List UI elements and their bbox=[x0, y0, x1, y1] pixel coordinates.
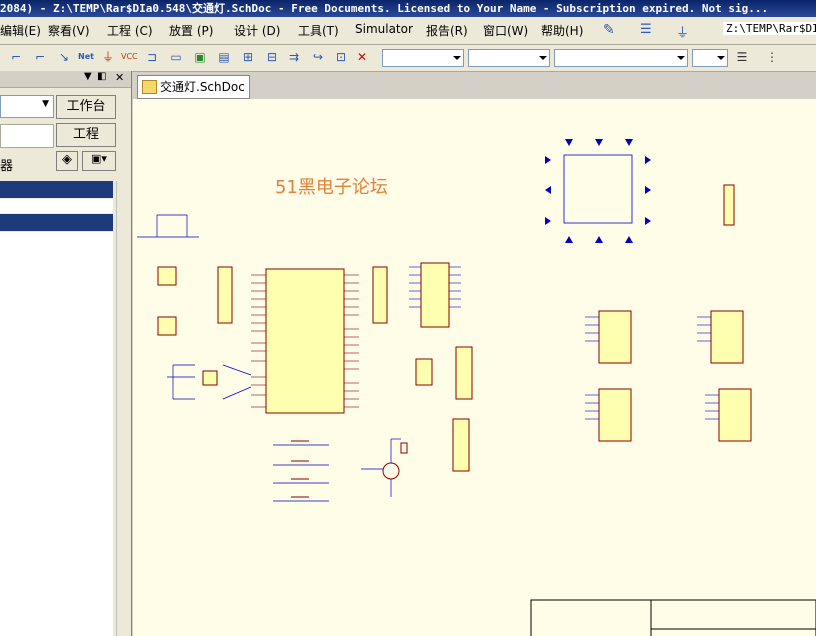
panel-menu-icon[interactable]: ▼ bbox=[84, 71, 92, 82]
tree-row-selected[interactable] bbox=[0, 181, 113, 198]
mcu-u1 bbox=[265, 268, 345, 414]
pin-icon[interactable]: ◧ bbox=[97, 71, 107, 82]
vcc-port-icon[interactable]: VCC bbox=[121, 52, 138, 61]
wiring-toolbar: ⌐ ⌐ ↘ Net ⏚ VCC ⊐ ▭ ▣ ▤ ⊞ ⊟ ⇉ ↪ ⊡ ✕ ☰ ⋮ bbox=[0, 45, 816, 72]
bus-entry-icon[interactable]: ↘ bbox=[58, 50, 70, 64]
grid-menu-icon[interactable]: ⋮ bbox=[766, 50, 778, 64]
seg-display-4 bbox=[718, 388, 752, 442]
close-icon[interactable]: ✕ bbox=[115, 71, 125, 84]
combo-3[interactable] bbox=[554, 49, 688, 67]
header-p4 bbox=[157, 316, 177, 336]
panel-header: ▼ ◧ ✕ bbox=[0, 71, 131, 88]
directive-icon[interactable]: ⊡ bbox=[335, 50, 347, 64]
buzzer bbox=[400, 442, 408, 454]
combo-2[interactable] bbox=[468, 49, 550, 67]
header-p1 bbox=[723, 184, 735, 226]
align-icon[interactable]: ☰ bbox=[640, 22, 652, 37]
menu-reports[interactable]: 报告(R) bbox=[426, 24, 468, 38]
watermark-text: 51黑电子论坛 bbox=[275, 177, 388, 198]
device-sheet-icon[interactable]: ▤ bbox=[218, 50, 230, 64]
schematic-sheet[interactable]: 51黑电子论坛 bbox=[133, 99, 816, 636]
transistor-q1 bbox=[382, 462, 400, 480]
title-block bbox=[530, 599, 816, 636]
chevron-down-icon: ▼ bbox=[42, 99, 49, 109]
crystal-y1 bbox=[202, 370, 218, 386]
no-erc-icon[interactable]: ✕ bbox=[356, 50, 368, 64]
seg-display-1 bbox=[598, 310, 632, 364]
project-tree[interactable] bbox=[0, 232, 113, 636]
tab-label: 交通灯.SchDoc bbox=[160, 80, 245, 94]
header-p2 bbox=[217, 266, 233, 324]
menu-edit[interactable]: 编辑(E) bbox=[0, 24, 41, 38]
menu-tools[interactable]: 工具(T) bbox=[298, 24, 339, 38]
draw-tool-icon[interactable]: ✎ bbox=[603, 22, 615, 38]
menu-simulator[interactable]: Simulator bbox=[355, 22, 413, 36]
align-menu-icon[interactable]: ☰ bbox=[736, 50, 748, 64]
latch-u2 bbox=[420, 262, 450, 328]
ground-icon[interactable]: ⏚ bbox=[676, 26, 690, 41]
gnd-port-icon[interactable]: ⏚ bbox=[101, 50, 114, 64]
header-p3 bbox=[157, 266, 177, 286]
schematic-drawing bbox=[137, 139, 816, 636]
project-field[interactable] bbox=[0, 124, 54, 148]
compile-icon[interactable]: ◈ bbox=[56, 151, 78, 171]
title-bar: 2084) - Z:\TEMP\Rar$DIa0.548\交通灯.SchDoc … bbox=[0, 0, 816, 17]
panel-scrollbar[interactable] bbox=[116, 181, 131, 636]
header-j bbox=[372, 266, 388, 324]
sheet-entry-icon[interactable]: ▣ bbox=[194, 50, 206, 64]
schematic-doc-icon bbox=[142, 80, 157, 94]
part-icon[interactable]: ⊐ bbox=[146, 50, 158, 64]
options-icon[interactable]: ▣▾ bbox=[82, 151, 116, 171]
menu-project[interactable]: 工程 (C) bbox=[107, 24, 153, 38]
bus-icon[interactable]: ⌐ bbox=[34, 50, 46, 64]
net-label-icon[interactable]: Net bbox=[78, 52, 94, 61]
path-field[interactable]: Z:\TEMP\Rar$DI bbox=[723, 22, 816, 35]
led-cluster bbox=[563, 154, 633, 224]
projects-panel: ▼ ◧ ✕ ▼ 工作台 工程 器 ◈ ▣▾ bbox=[0, 71, 132, 636]
menu-help[interactable]: 帮助(H) bbox=[541, 24, 584, 38]
wire-icon[interactable]: ⌐ bbox=[10, 50, 22, 64]
window-title: 2084) - Z:\TEMP\Rar$DIa0.548\交通灯.SchDoc … bbox=[0, 2, 769, 15]
menu-window[interactable]: 窗口(W) bbox=[483, 24, 529, 38]
workspace-dropdown[interactable]: ▼ bbox=[0, 95, 54, 118]
combo-4[interactable] bbox=[692, 49, 728, 67]
tree-row[interactable] bbox=[0, 199, 113, 213]
tab-document[interactable]: 交通灯.SchDoc bbox=[137, 75, 250, 99]
menu-view[interactable]: 察看(V) bbox=[48, 24, 90, 38]
signal-harness-icon[interactable]: ↪ bbox=[312, 50, 324, 64]
sheet-symbol-icon[interactable]: ▭ bbox=[170, 50, 182, 64]
menu-design[interactable]: 设计 (D) bbox=[234, 24, 281, 38]
seg-display-2 bbox=[710, 310, 744, 364]
workspace-button[interactable]: 工作台 bbox=[56, 95, 116, 119]
harness-icon[interactable]: ⊞ bbox=[242, 50, 254, 64]
panel-label-char: 器 bbox=[0, 159, 14, 174]
menu-place[interactable]: 放置 (P) bbox=[169, 24, 214, 38]
project-button[interactable]: 工程 bbox=[56, 123, 116, 147]
tree-row-selected-2[interactable] bbox=[0, 214, 113, 231]
seg-display-3 bbox=[598, 388, 632, 442]
header-p5 bbox=[455, 346, 473, 400]
combo-1[interactable] bbox=[382, 49, 464, 67]
port-icon[interactable]: ⇉ bbox=[288, 50, 300, 64]
header-p11 bbox=[415, 358, 433, 386]
menu-bar: 编辑(E) 察看(V) 工程 (C) 放置 (P) 设计 (D) 工具(T) S… bbox=[0, 17, 816, 45]
harness-entry-icon[interactable]: ⊟ bbox=[266, 50, 278, 64]
header-p14 bbox=[452, 418, 470, 472]
